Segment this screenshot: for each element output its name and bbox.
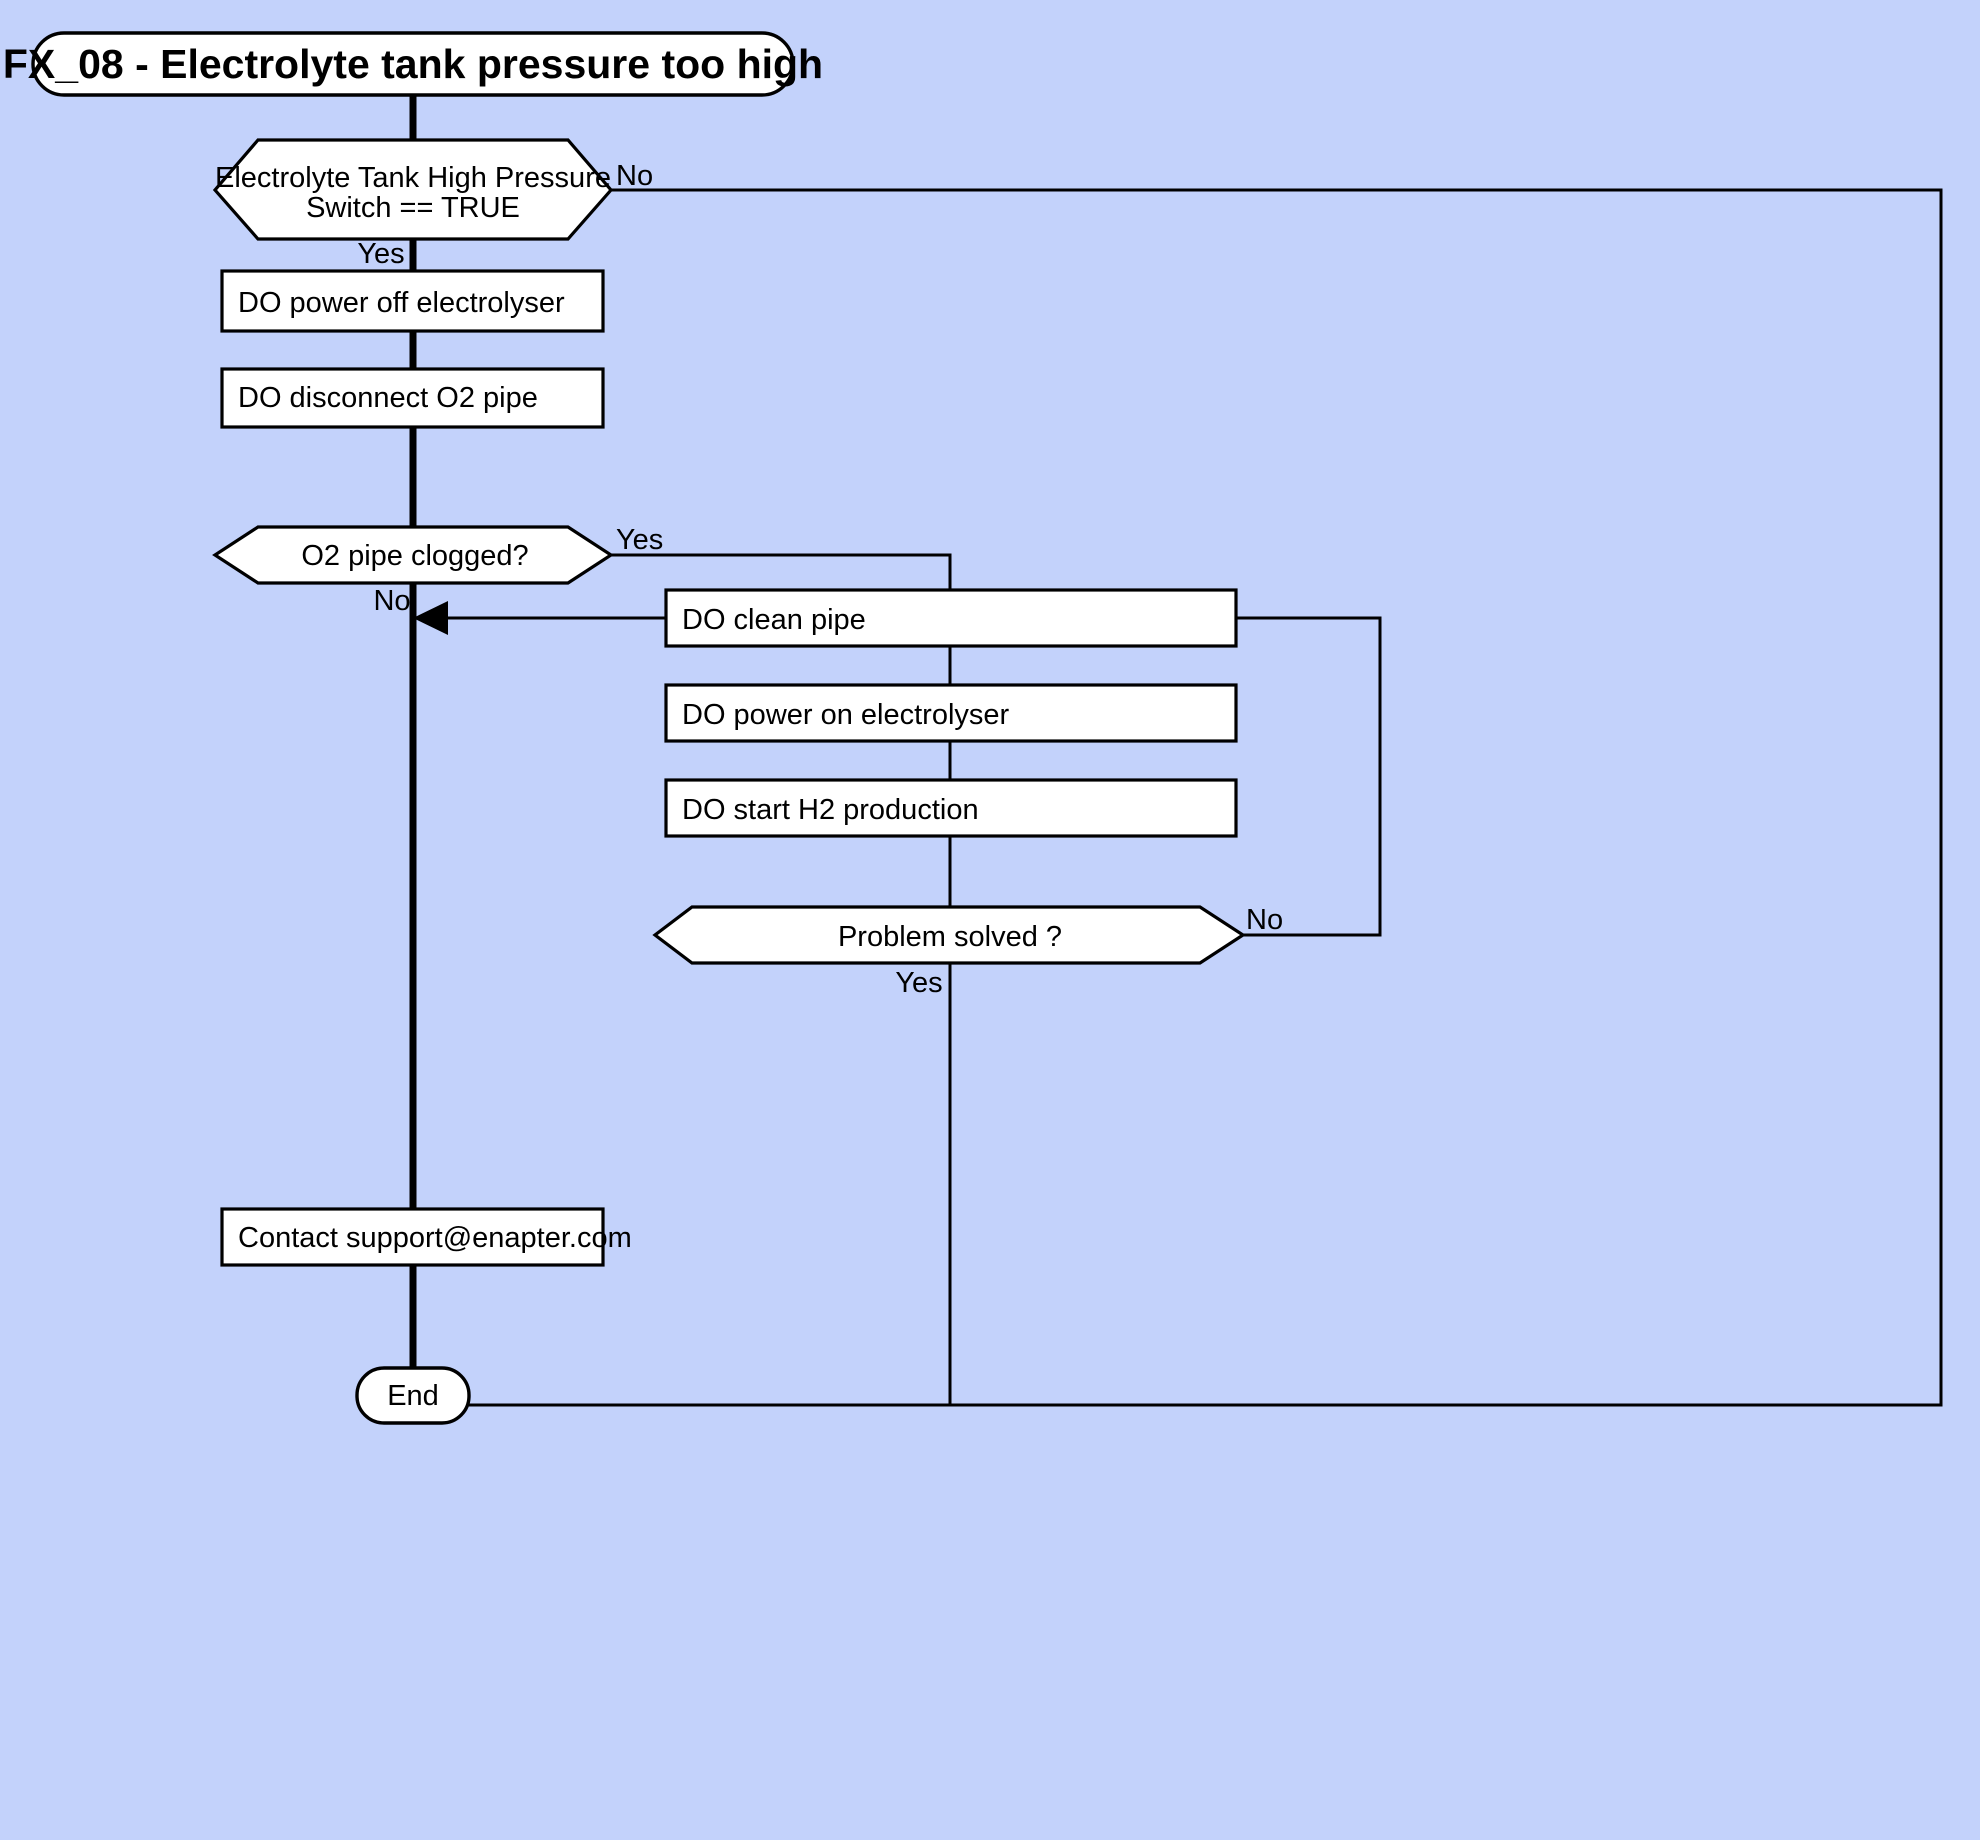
edge-label-solved-no: No bbox=[1246, 904, 1283, 936]
decision-clogged-label: O2 pipe clogged? bbox=[301, 540, 528, 572]
process-power-off-label: DO power off electrolyser bbox=[238, 287, 565, 319]
edge-switch-no-loop bbox=[415, 188, 1943, 1407]
process-start-h2-shape bbox=[664, 778, 1238, 838]
edge-label-switch-no: No bbox=[616, 160, 653, 192]
process-clean-pipe-shape bbox=[664, 588, 1238, 648]
edge-label-switch-yes: Yes bbox=[357, 238, 404, 270]
end-terminator-label: End bbox=[387, 1380, 439, 1412]
decision-problem-solved-label: Problem solved ? bbox=[838, 921, 1062, 953]
arrowhead-loop-into-trunk bbox=[413, 601, 448, 635]
decision-problem-solved-shape bbox=[652, 905, 1246, 965]
decision-clogged-shape bbox=[212, 525, 614, 585]
edge-solved-no-loop bbox=[430, 616, 1382, 937]
process-power-on-shape bbox=[664, 683, 1238, 743]
process-contact-support-label: Contact support@enapter.com bbox=[238, 1222, 632, 1254]
process-start-h2-label: DO start H2 production bbox=[682, 794, 979, 826]
edge-label-solved-yes: Yes bbox=[895, 967, 942, 999]
process-power-on-label: DO power on electrolyser bbox=[682, 699, 1010, 731]
edge-clogged-yes-to-cleanpipe bbox=[611, 553, 952, 590]
process-disconnect-label: DO disconnect O2 pipe bbox=[238, 382, 538, 414]
edge-label-clogged-no: No bbox=[373, 585, 410, 617]
process-clean-pipe-label: DO clean pipe bbox=[682, 604, 866, 636]
process-contact-support-shape bbox=[220, 1207, 605, 1267]
decision-switch-label-line2: Switch == TRUE bbox=[306, 192, 520, 224]
decision-switch-shape bbox=[212, 138, 614, 241]
process-disconnect-shape bbox=[220, 367, 605, 429]
process-power-off-shape bbox=[220, 269, 605, 333]
end-terminator-shape bbox=[355, 1366, 471, 1425]
edge-label-clogged-yes: Yes bbox=[616, 524, 663, 556]
title-terminator-shape bbox=[31, 31, 795, 97]
page-title: FX_08 - Electrolyte tank pressure too hi… bbox=[3, 41, 823, 87]
decision-switch-label-line1: Electrolyte Tank High Pressure bbox=[215, 162, 611, 194]
